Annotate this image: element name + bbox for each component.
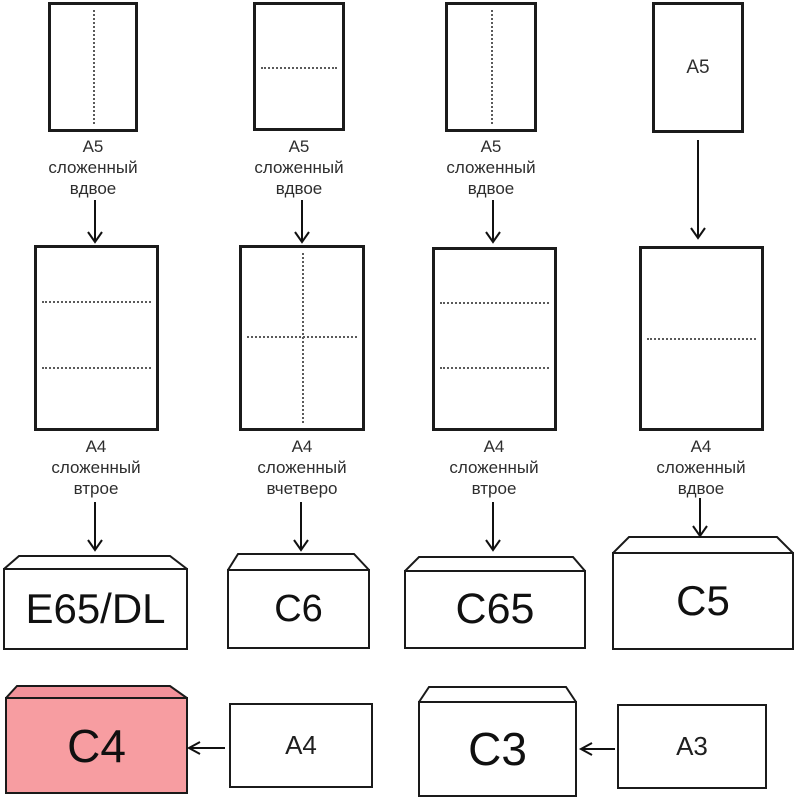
caption-line: сложенный (254, 158, 344, 177)
envelope-c65: C65 (404, 556, 586, 649)
sheet-a4-col4 (639, 246, 764, 431)
envelope-label: E65/DL (25, 585, 166, 632)
down-arrow-icon (87, 502, 103, 552)
down-arrow-icon (293, 502, 309, 552)
sheet-a4-col2 (239, 245, 365, 431)
envelope-body (418, 701, 577, 797)
fold-line-vertical (491, 10, 493, 124)
envelope-c5: C5 (612, 536, 794, 650)
caption-a4-col1: A4 сложенный втрое (16, 436, 176, 499)
caption-a4-col2: A4 сложенный вчетверо (222, 436, 382, 499)
down-arrow-icon (87, 200, 103, 244)
sheet-a5-col1 (48, 2, 138, 132)
caption-line: втрое (73, 479, 119, 498)
envelope-label: C3 (468, 723, 527, 775)
envelope-body (227, 569, 370, 649)
caption-line: втрое (471, 479, 517, 498)
caption-line: сложенный (51, 458, 141, 477)
sheet-label: A5 (686, 56, 710, 78)
caption-a5-col1: A5 сложенный вдвое (23, 136, 163, 199)
envelope-body (404, 570, 586, 649)
caption-line: сложенный (449, 458, 539, 477)
envelope-flap (418, 686, 577, 703)
caption-line: сложенный (656, 458, 746, 477)
envelope-c3: C3 (418, 686, 577, 797)
caption-line: A5 (480, 137, 502, 156)
down-arrow-icon (692, 498, 708, 538)
caption-line: A5 (288, 137, 310, 156)
envelope-c6: C6 (227, 553, 370, 649)
envelope-flap (404, 556, 586, 572)
sheet-label: A4 (285, 730, 317, 760)
fold-line-horizontal (42, 301, 151, 304)
envelope-flap (5, 685, 188, 699)
sheet-a5-col2 (253, 2, 345, 131)
envelope-body (3, 568, 188, 650)
envelope-flap (3, 555, 188, 570)
caption-line: A4 (690, 437, 712, 456)
sheet-a4-col1 (34, 245, 159, 431)
caption-line: сложенный (48, 158, 138, 177)
fold-line-horizontal (261, 66, 337, 69)
sheet-label: A3 (676, 731, 708, 761)
envelope-label: C6 (274, 587, 323, 630)
envelope-label: C5 (676, 577, 730, 624)
caption-line: вдвое (69, 179, 117, 198)
sheet-a3-flat: A3 (617, 704, 767, 789)
caption-a5-col3: A5 сложенный вдвое (421, 136, 561, 199)
fold-line-horizontal (440, 367, 549, 370)
envelope-label: C4 (67, 719, 126, 772)
envelope-c4-highlighted: C4 (5, 685, 188, 794)
down-arrow-icon (294, 200, 310, 244)
caption-line: сложенный (257, 458, 347, 477)
sheet-a5-col4: A5 (652, 2, 744, 133)
left-arrow-icon (186, 741, 225, 755)
fold-line-horizontal (647, 337, 756, 340)
caption-line: A4 (85, 437, 107, 456)
caption-line: A5 (82, 137, 104, 156)
envelope-label: C65 (455, 585, 535, 633)
sheet-a4-col3 (432, 247, 557, 431)
fold-line-horizontal (247, 336, 357, 339)
envelope-flap (612, 536, 794, 554)
envelope-flap (227, 553, 370, 571)
caption-line: вдвое (677, 479, 725, 498)
fold-line-horizontal (42, 366, 151, 369)
caption-a5-col2: A5 сложенный вдвое (229, 136, 369, 199)
caption-a4-col4: A4 сложенный вдвое (621, 436, 781, 499)
sheet-a5-col3 (445, 2, 537, 132)
fold-line-horizontal (440, 301, 549, 304)
down-arrow-icon (485, 502, 501, 552)
caption-line: вчетверо (266, 479, 338, 498)
caption-line: A4 (291, 437, 313, 456)
left-arrow-icon (578, 742, 615, 756)
caption-line: сложенный (446, 158, 536, 177)
envelope-e65dl: E65/DL (3, 555, 188, 650)
caption-a4-col3: A4 сложенный втрое (414, 436, 574, 499)
fold-line-vertical (93, 10, 95, 124)
caption-line: вдвое (467, 179, 515, 198)
caption-line: вдвое (275, 179, 323, 198)
down-arrow-icon (690, 140, 706, 240)
envelope-body (612, 552, 794, 650)
caption-line: A4 (483, 437, 505, 456)
sheet-a4-flat: A4 (229, 703, 373, 788)
down-arrow-icon (485, 200, 501, 244)
envelope-body (5, 697, 188, 794)
